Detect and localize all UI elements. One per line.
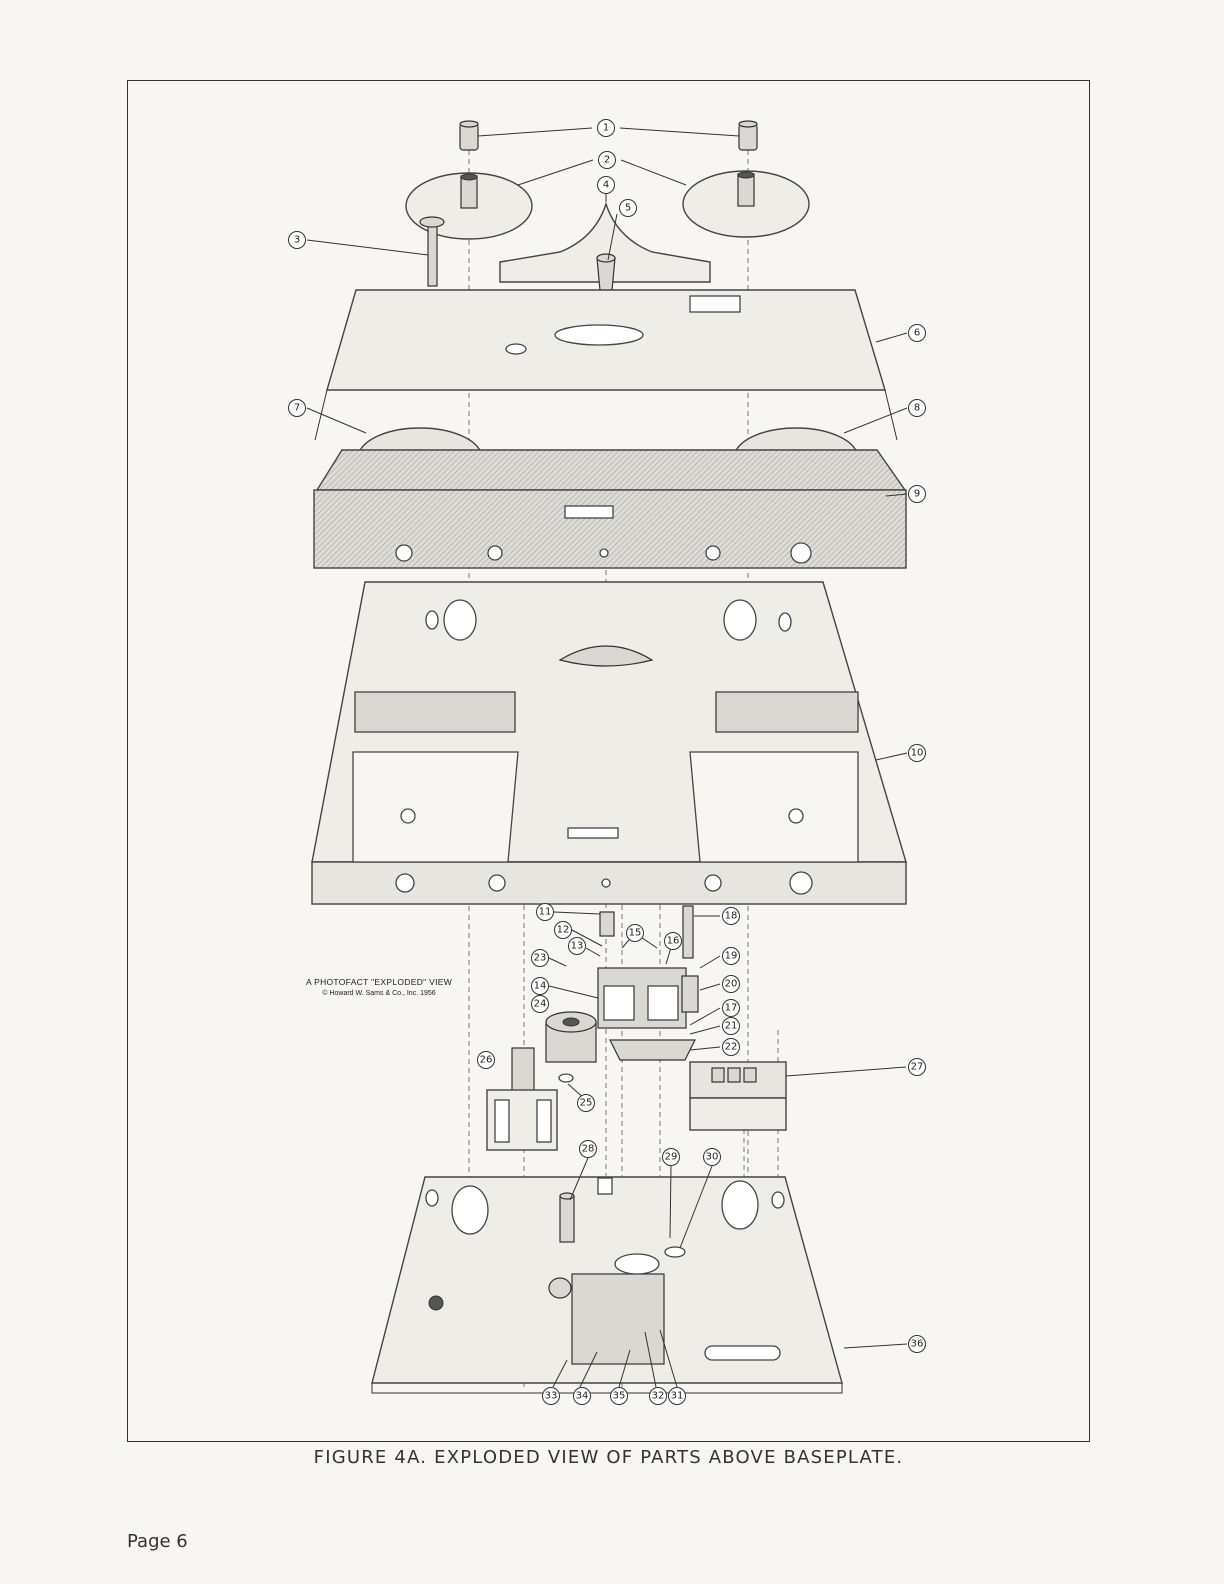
spindle-cap-left [460,121,478,150]
svg-text:26: 26 [480,1055,493,1066]
page-number: Page 6 [127,1531,188,1552]
svg-text:29: 29 [665,1152,678,1163]
svg-text:25: 25 [580,1098,593,1109]
svg-text:18: 18 [725,911,738,922]
callout-7: 7 [289,400,306,417]
callout-22: 22 [723,1039,740,1056]
callout-6: 6 [909,325,926,342]
callout-32: 32 [650,1388,667,1405]
figure-caption: FIGURE 4A. EXPLODED VIEW OF PARTS ABOVE … [127,1447,1090,1468]
head-assembly [598,906,698,1060]
callout-25: 25 [578,1095,595,1112]
callout-34: 34 [574,1388,591,1405]
svg-text:17: 17 [725,1003,738,1014]
callout-16: 16 [665,933,682,950]
svg-text:5: 5 [625,203,631,214]
capstan-flywheel [546,1012,596,1082]
callout-20: 20 [723,976,740,993]
callout-27: 27 [909,1059,926,1076]
callout-33: 33 [543,1388,560,1405]
callout-13: 13 [569,938,586,955]
callout-23: 23 [532,950,549,967]
callout-21: 21 [723,1018,740,1035]
svg-text:11: 11 [539,907,552,918]
svg-text:32: 32 [652,1391,665,1402]
callout-36: 36 [909,1336,926,1353]
svg-text:9: 9 [914,489,920,500]
callout-31: 31 [669,1388,686,1405]
solenoid-part [487,1048,557,1150]
svg-text:36: 36 [911,1339,924,1350]
svg-text:15: 15 [629,928,642,939]
svg-text:4: 4 [603,180,609,191]
hatched-frame [314,450,906,568]
svg-text:20: 20 [725,979,738,990]
callout-2: 2 [599,152,616,169]
callout-3: 3 [289,232,306,249]
callout-35: 35 [611,1388,628,1405]
callout-30: 30 [704,1149,721,1166]
svg-text:8: 8 [914,403,920,414]
svg-text:7: 7 [294,403,300,414]
svg-text:16: 16 [667,936,680,947]
callout-17: 17 [723,1000,740,1017]
svg-text:22: 22 [725,1042,738,1053]
svg-text:2: 2 [604,155,610,166]
callout-8: 8 [909,400,926,417]
callout-10: 10 [909,745,926,762]
callout-28: 28 [580,1141,597,1158]
callout-9: 9 [909,486,926,503]
svg-text:35: 35 [613,1391,626,1402]
spindle-cap-right [739,121,757,150]
svg-text:23: 23 [534,953,547,964]
callout-12: 12 [555,922,572,939]
top-cover-plate [315,290,897,440]
svg-text:1: 1 [603,123,609,134]
svg-text:3: 3 [294,235,300,246]
svg-text:19: 19 [725,951,738,962]
copyright-notice: A PHOTOFACT "EXPLODED" VIEW © Howard W. … [290,977,468,999]
tape-counter [690,1062,786,1130]
svg-text:6: 6 [914,328,920,339]
svg-text:28: 28 [582,1144,595,1155]
svg-text:14: 14 [534,981,547,992]
svg-text:33: 33 [545,1391,558,1402]
callout-29: 29 [663,1149,680,1166]
callout-24: 24 [532,996,549,1013]
callout-18: 18 [723,908,740,925]
callout-14: 14 [532,978,549,995]
copyright-title: A PHOTOFACT "EXPLODED" VIEW [290,977,468,988]
reel-table-left [406,173,532,239]
svg-text:31: 31 [671,1391,684,1402]
callout-15: 15 [627,925,644,942]
svg-text:30: 30 [706,1152,719,1163]
main-plate [312,582,906,904]
svg-text:10: 10 [911,748,924,759]
callout-5: 5 [620,200,637,217]
svg-text:12: 12 [557,925,570,936]
svg-text:24: 24 [534,999,547,1010]
svg-text:13: 13 [571,941,584,952]
callout-11: 11 [537,904,554,921]
svg-text:21: 21 [725,1021,738,1032]
callout-26: 26 [478,1052,495,1069]
svg-text:34: 34 [576,1391,589,1402]
baseplate [372,1177,842,1393]
reel-table-right [683,171,809,237]
callout-1: 1 [598,120,615,137]
copyright-holder: © Howard W. Sams & Co., Inc. 1956 [290,988,468,999]
callout-4: 4 [598,177,615,194]
svg-text:27: 27 [911,1062,924,1073]
callout-19: 19 [723,948,740,965]
